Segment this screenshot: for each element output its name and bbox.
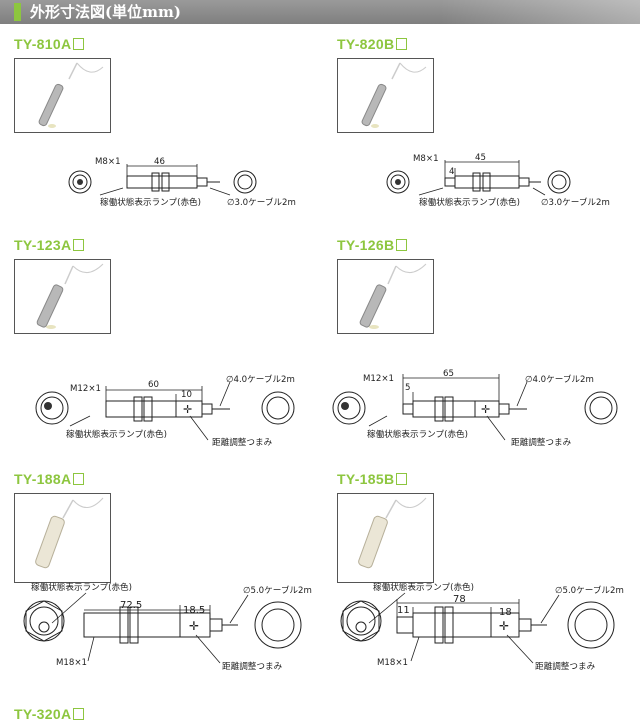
product-photo-ty-188a: [14, 493, 111, 583]
offset-dimension: 5: [405, 383, 410, 393]
lamp-label: 稼働状態表示ランプ(赤色): [419, 196, 520, 208]
length-dimension: 72.5: [120, 600, 142, 611]
thread-label: M18×1: [377, 658, 408, 668]
model-title-ty-810a: TY-810A: [14, 36, 85, 52]
front-view-right: [584, 391, 618, 425]
svg-text:✛: ✛: [183, 403, 192, 416]
lamp-label: 稼働状態表示ランプ(赤色): [373, 581, 474, 593]
checkbox-icon: [396, 38, 408, 50]
cable-label: ∅5.0ケーブル2m: [243, 584, 312, 596]
model-title-ty-820b: TY-820B: [337, 36, 408, 52]
adjust-dimension: 18.5: [183, 605, 205, 616]
adjust-knob-label: 距離調整つまみ: [535, 660, 596, 672]
adjust-knob-label: 距離調整つまみ: [212, 436, 273, 448]
front-view-left: [35, 391, 69, 425]
offset-dimension: 4: [449, 167, 454, 177]
checkbox-icon: [73, 38, 85, 50]
length-dimension: 46: [154, 157, 165, 167]
checkbox-icon: [73, 708, 85, 720]
offset-dimension: 11: [397, 605, 410, 616]
model-title-ty-126b: TY-126B: [337, 237, 408, 253]
adjust-dimension: 10: [181, 390, 192, 400]
checkbox-icon: [73, 473, 85, 485]
lamp-label: 稼働状態表示ランプ(赤色): [100, 196, 201, 208]
dimension-drawing-ty-188a: ✛ 稼働状態表示ランプ(赤色) 72.5 18.5 ∅5.0ケーブル2m M18…: [23, 581, 312, 672]
svg-text:✛: ✛: [189, 619, 199, 633]
product-photo-ty-126b: [337, 259, 434, 334]
length-dimension: 60: [148, 380, 159, 390]
model-title-ty-188a: TY-188A: [14, 471, 85, 487]
checkbox-icon: [396, 239, 408, 251]
dimension-drawing-ty-810a: M8×1 46 稼働状態表示ランプ(赤色) ∅3.0ケーブル2m: [68, 157, 296, 208]
front-view-right: [567, 601, 615, 649]
svg-text:✛: ✛: [499, 619, 509, 633]
cable-label: ∅3.0ケーブル2m: [541, 196, 610, 208]
length-dimension: 65: [443, 369, 454, 379]
front-view-left: [23, 600, 65, 642]
cable-label: ∅4.0ケーブル2m: [226, 373, 295, 385]
model-title-ty-123a: TY-123A: [14, 237, 85, 253]
thread-label: M18×1: [56, 658, 87, 668]
front-view-left: [340, 600, 382, 642]
front-view-left: [68, 170, 92, 194]
front-view-right: [233, 170, 257, 194]
product-photo-ty-123a: [14, 259, 111, 334]
thread-label: M12×1: [363, 374, 394, 384]
adjust-knob-label: 距離調整つまみ: [222, 660, 283, 672]
checkbox-icon: [396, 473, 408, 485]
dimension-drawing-ty-126b: ✛ M12×1 65 5 稼働状態表示ランプ(赤色) ∅4.0ケーブル2m 距離…: [332, 369, 618, 448]
lamp-label: 稼働状態表示ランプ(赤色): [31, 581, 132, 593]
cable-label: ∅5.0ケーブル2m: [555, 584, 624, 596]
product-photo-ty-820b: [337, 58, 434, 133]
front-view-right: [547, 170, 571, 194]
cable-label: ∅4.0ケーブル2m: [525, 373, 594, 385]
model-title-ty-320a: TY-320A: [14, 706, 85, 722]
header-accent: [14, 3, 21, 21]
lamp-label: 稼働状態表示ランプ(赤色): [66, 428, 167, 440]
front-view-right: [254, 601, 302, 649]
dimension-drawing-ty-185b: ✛ 稼働状態表示ランプ(赤色) 78 11 18 ∅5.0ケーブル2m M18×…: [340, 581, 624, 672]
dimension-drawing-ty-820b: M8×1 4 45 稼働状態表示ランプ(赤色) ∅3.0ケーブル2m: [386, 153, 610, 208]
thread-label: M8×1: [95, 157, 121, 167]
front-view-left: [386, 170, 410, 194]
length-dimension: 45: [475, 153, 486, 163]
product-photo-ty-810a: [14, 58, 111, 133]
thread-label: M12×1: [70, 384, 101, 394]
model-title-ty-185b: TY-185B: [337, 471, 408, 487]
checkbox-icon: [73, 239, 85, 251]
front-view-left: [332, 391, 366, 425]
section-header: 外形寸法図(単位mm): [0, 0, 640, 24]
svg-text:✛: ✛: [481, 403, 490, 416]
front-view-right: [261, 391, 295, 425]
cable-label: ∅3.0ケーブル2m: [227, 196, 296, 208]
adjust-dimension: 18: [499, 607, 512, 618]
section-title: 外形寸法図(単位mm): [30, 3, 181, 21]
adjust-knob-label: 距離調整つまみ: [511, 436, 572, 448]
length-dimension: 78: [453, 594, 466, 605]
dimension-drawing-ty-123a: ✛ M12×1 60 10 稼働状態表示ランプ(赤色) ∅4.0ケーブル2m 距…: [35, 373, 295, 448]
product-photo-ty-185b: [337, 493, 434, 583]
lamp-label: 稼働状態表示ランプ(赤色): [367, 428, 468, 440]
thread-label: M8×1: [413, 154, 439, 164]
